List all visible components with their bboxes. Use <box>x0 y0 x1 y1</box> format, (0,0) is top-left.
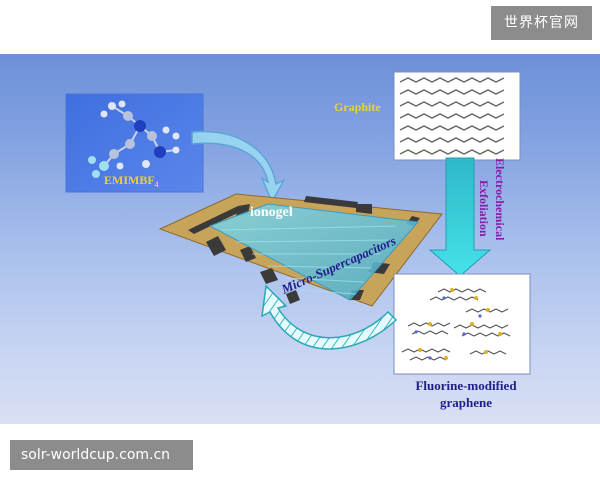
process-label-line2: Exfoliation <box>477 180 491 237</box>
electrode-pattern <box>188 196 420 304</box>
ionogel-label: ionogel <box>250 205 293 220</box>
ionogel-layer <box>208 203 419 301</box>
graphite-panel <box>393 71 521 161</box>
watermark-bottom: solr-worldcup.com.cn <box>10 440 193 470</box>
molecule-model <box>88 100 180 178</box>
schematic-figure: EMIMBF4 ionogel Micro-Supercapacitors Gr… <box>0 54 600 424</box>
ionic-liquid-panel: EMIMBF4 <box>65 93 204 193</box>
process-label-line1: Electrochemical <box>493 158 507 241</box>
exfoliation-arrow <box>428 157 492 277</box>
ionogel-stripes <box>221 225 397 295</box>
schematic-svg: EMIMBF4 ionogel Micro-Supercapacitors Gr… <box>65 71 531 410</box>
watermark-top: 世界杯官网 <box>491 6 592 40</box>
graphite-label: Graphite <box>334 100 381 114</box>
product-label-line1: Fluorine-modified <box>415 378 517 393</box>
ionic-liquid-label: EMIMBF4 <box>104 173 159 189</box>
hatched-curved-arrow <box>261 284 398 350</box>
product-label-line2: graphene <box>440 395 492 410</box>
curved-arrow-to-ionogel <box>191 130 286 204</box>
graphene-panel <box>393 273 531 375</box>
